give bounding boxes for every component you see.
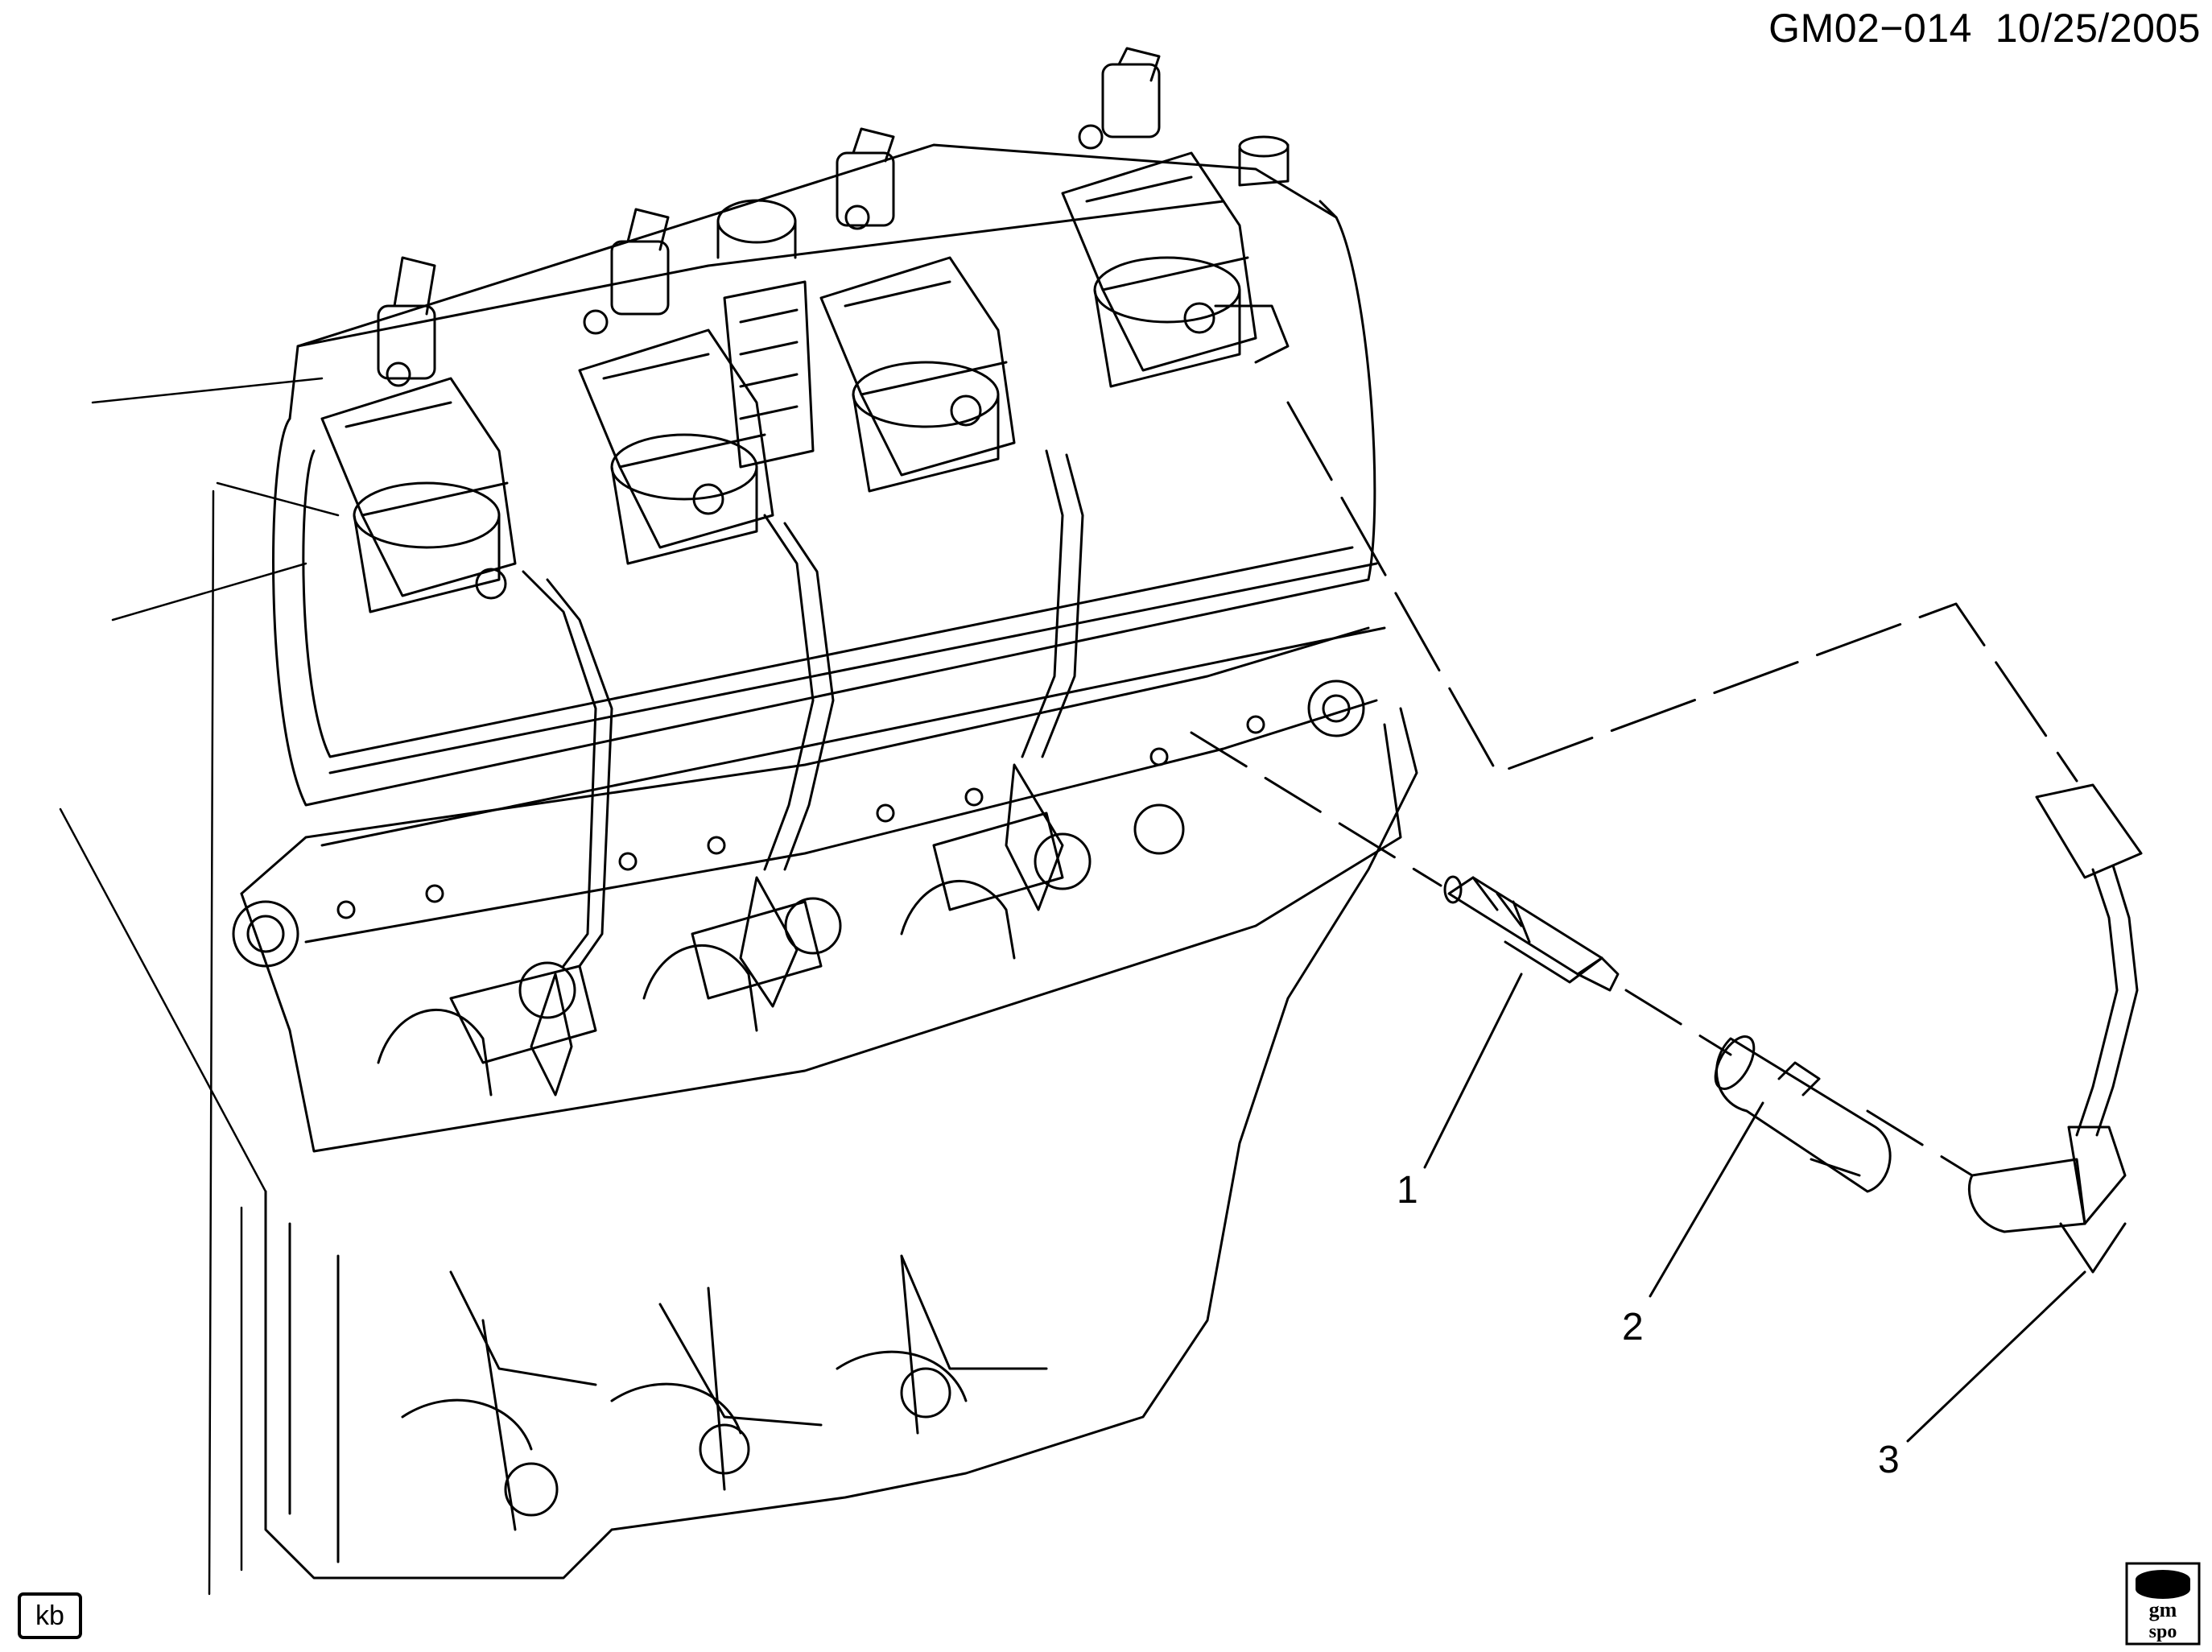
callout-2: 2 (1622, 1306, 1644, 1348)
drawing-code: GM02−014 (1768, 6, 1972, 51)
leader-plug-axis (1190, 731, 1974, 1177)
callout-1: 1 (1397, 1169, 1418, 1212)
reference-lines (59, 377, 340, 1596)
engine-block (232, 135, 1418, 1580)
callout-3: 3 (1878, 1439, 1900, 1481)
drawing-date: 10/25/2005 (1995, 6, 2201, 51)
ignition-coils (320, 47, 1290, 613)
spark-plug-wire (1967, 783, 2143, 1274)
spark-plug (1443, 875, 1620, 992)
ignition-coil-1 (320, 256, 517, 613)
drawing-id: GM02−014 10/25/2005 (1768, 5, 2201, 52)
logo-text-gm: gm (2149, 1598, 2177, 1621)
ignition-coil-2 (578, 208, 774, 565)
logo-text-spo: spo (2149, 1621, 2177, 1642)
ignition-coil-4 (1061, 47, 1257, 388)
installed-wires (449, 449, 1084, 1097)
ignition-coil-3 (819, 127, 1016, 493)
gm-spo-logo: gm spo (2125, 1562, 2201, 1646)
drafter-initials: kb (18, 1592, 82, 1639)
callout-leaders (1423, 973, 2086, 1443)
heat-shield (1714, 1035, 1892, 1193)
leader-coil-to-wire (1286, 401, 2078, 783)
